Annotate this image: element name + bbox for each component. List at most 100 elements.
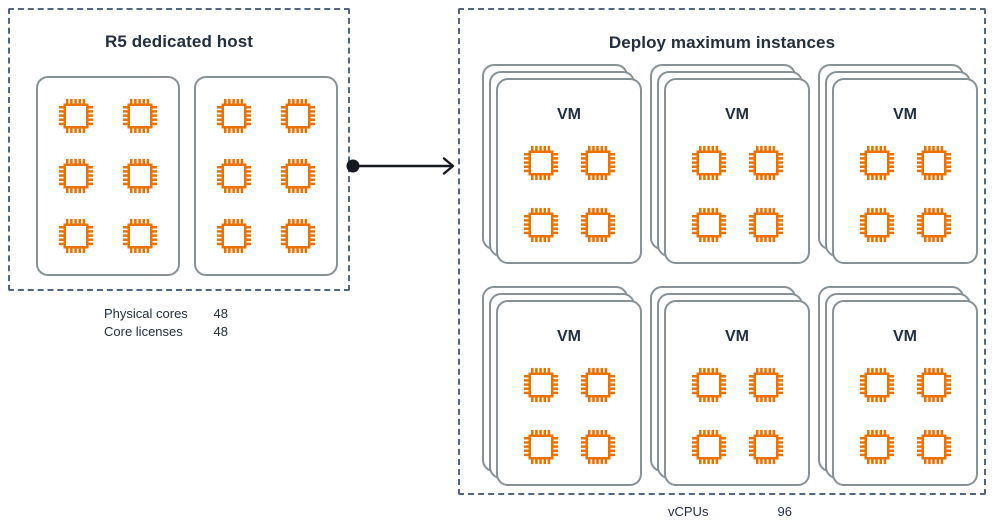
vcpu-cell [857, 143, 897, 183]
cpu-chip-icon [523, 145, 558, 181]
vcpu-grid [498, 132, 640, 256]
cpu-chip-icon [58, 218, 94, 254]
cpu-chip-icon [691, 367, 726, 403]
cpu-cell [278, 216, 318, 256]
cpu-chip-icon [580, 429, 615, 465]
metric-row: Physical cores 48 [104, 305, 228, 323]
cpu-chip-icon [916, 429, 951, 465]
cpu-chip-icon [691, 145, 726, 181]
cpu-chip-icon [216, 158, 252, 194]
cpu-cell [214, 96, 254, 136]
cpu-chip-icon [859, 367, 894, 403]
cpu-cell [120, 96, 160, 136]
vm-card: VM [832, 78, 978, 264]
vcpu-cell [689, 143, 729, 183]
vcpu-cell [689, 205, 729, 245]
metric-row: Core licenses 48 [104, 323, 228, 341]
cpu-chip-icon [859, 145, 894, 181]
vcpu-grid [498, 354, 640, 478]
host-panel: R5 dedicated host [8, 8, 350, 291]
cpu-chip-icon [916, 367, 951, 403]
vcpu-grid [834, 132, 976, 256]
vm-card: VM [832, 300, 978, 486]
vm-card: VM [664, 300, 810, 486]
vcpu-cell [914, 427, 954, 467]
cpu-grid [196, 78, 336, 274]
cpu-chip-icon [280, 218, 316, 254]
cpu-chip-icon [523, 207, 558, 243]
cpu-chip-icon [691, 429, 726, 465]
cpu-chip-icon [58, 158, 94, 194]
vm-card: VM [496, 300, 642, 486]
vcpu-cell [746, 205, 786, 245]
arrow-right-icon [346, 157, 455, 175]
cpu-chip-icon [748, 207, 783, 243]
cpu-chip-icon [916, 207, 951, 243]
cpu-chip-icon [122, 98, 158, 134]
cpu-chip-icon [916, 145, 951, 181]
vm-label: VM [893, 328, 917, 345]
cpu-chip-icon [216, 98, 252, 134]
cpu-chip-icon [859, 429, 894, 465]
vcpu-grid [666, 354, 808, 478]
cpu-chip-icon [122, 218, 158, 254]
vcpu-cell [857, 365, 897, 405]
vm-stack: VM [482, 286, 642, 486]
vcpu-cell [521, 365, 561, 405]
cpu-cell [56, 96, 96, 136]
metric-value: 48 [213, 324, 228, 339]
vm-label: VM [725, 106, 749, 123]
host-panel-title: R5 dedicated host [104, 32, 254, 51]
vcpu-cell [689, 427, 729, 467]
flow-connector [345, 150, 465, 182]
vcpu-cell [689, 365, 729, 405]
vcpu-grid [666, 132, 808, 256]
vm-stack: VM [650, 286, 810, 486]
cpu-chip-icon [859, 207, 894, 243]
vm-card: VM [664, 78, 810, 264]
metric-label: Core licenses [104, 324, 183, 339]
vcpu-cell [914, 365, 954, 405]
cpu-chip-icon [691, 207, 726, 243]
deploy-panel-title: Deploy maximum instances [608, 33, 836, 52]
vcpu-cell [578, 205, 618, 245]
metric-value: 48 [213, 306, 228, 321]
vm-stack: VM [650, 64, 810, 264]
cpu-cell [214, 156, 254, 196]
vcpu-cell [746, 365, 786, 405]
cpu-cell [214, 216, 254, 256]
vm-stack: VM [818, 286, 978, 486]
cpu-chip-icon [58, 98, 94, 134]
vcpu-cell [746, 143, 786, 183]
cpu-cell [278, 156, 318, 196]
cpu-cell [120, 216, 160, 256]
vcpu-cell [521, 143, 561, 183]
vcpu-cell [578, 143, 618, 183]
vcpu-grid [834, 354, 976, 478]
vcpu-cell [521, 205, 561, 245]
vcpu-cell [578, 365, 618, 405]
cpu-chip-icon [280, 158, 316, 194]
cpu-chip-icon [580, 367, 615, 403]
metric-label: Physical cores [104, 306, 188, 321]
cpu-chip-icon [748, 367, 783, 403]
metric-value: 96 [777, 504, 792, 519]
vcpu-cell [857, 427, 897, 467]
cpu-chip-icon [280, 98, 316, 134]
vcpu-cell [521, 427, 561, 467]
vcpu-cell [746, 427, 786, 467]
cpu-cell [278, 96, 318, 136]
vm-stack: VM [818, 64, 978, 264]
vm-card: VM [496, 78, 642, 264]
cpu-grid [38, 78, 178, 274]
vcpu-cell [857, 205, 897, 245]
cpu-chip-icon [580, 207, 615, 243]
cpu-socket-1 [194, 76, 338, 276]
vcpu-cell [578, 427, 618, 467]
cpu-socket-0 [36, 76, 180, 276]
cpu-chip-icon [216, 218, 252, 254]
